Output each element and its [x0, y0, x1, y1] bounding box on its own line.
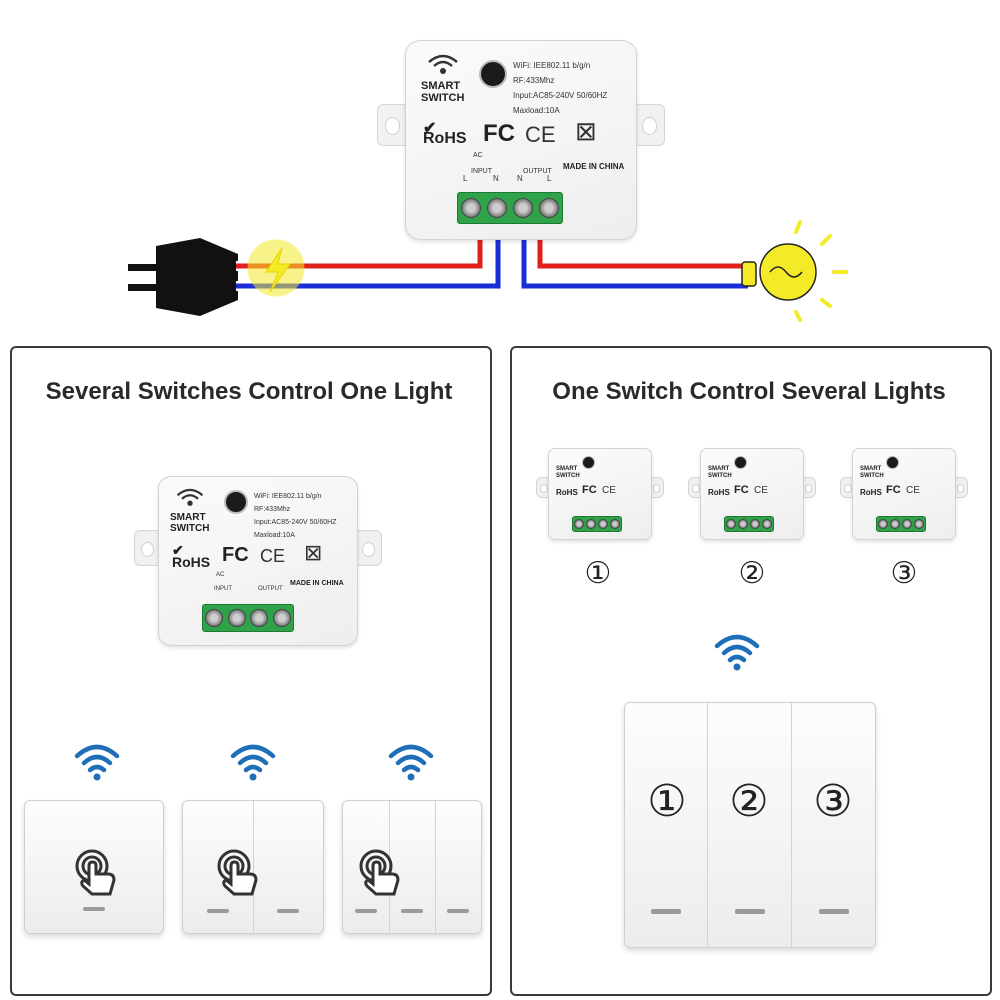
wall-switch-3-gang[interactable]: [342, 800, 482, 934]
module-number-2: ②: [738, 556, 766, 591]
lightning-icon: [247, 239, 305, 297]
smart-switch-module-left: SMART SWITCH WiFi: IEE802.11 b/g/n RF:43…: [134, 476, 382, 646]
input-wires: [236, 238, 503, 291]
brand-label: SMART SWITCH: [421, 80, 465, 104]
wifi-icon: [428, 54, 458, 74]
smart-switch-module-3: SMART SWITCH RoHS FC CE: [839, 448, 969, 540]
bulb-icon: [741, 220, 848, 322]
module-number-3: ③: [890, 556, 918, 591]
wifi-icon: [230, 744, 276, 781]
touch-hand-icon: [75, 849, 116, 896]
smart-switch-module-1: SMART SWITCH RoHS FC CE: [535, 448, 665, 540]
wires: [128, 220, 848, 322]
wifi-icon: [388, 744, 434, 781]
wifi-icon: [714, 634, 760, 671]
wifi-icon: [74, 744, 120, 781]
smart-switch-module-2: SMART SWITCH RoHS FC CE: [687, 448, 817, 540]
gang-button-1[interactable]: ①: [647, 776, 687, 827]
pairing-button: [224, 490, 248, 514]
wall-switch-3-gang-large[interactable]: [624, 702, 876, 948]
output-wires: [519, 238, 748, 291]
touch-hand-icon: [217, 849, 258, 896]
smart-switch-module: SMART SWITCH WiFi: IEE802.11 b/g/n RF:43…: [377, 40, 665, 240]
ce-mark: CE: [525, 122, 556, 147]
terminal-block: [457, 192, 563, 224]
rohs-label: RoHS: [423, 130, 467, 147]
rohs-mark: ✔: [423, 120, 437, 137]
recycle-bin-icon: ⊠: [304, 540, 323, 565]
wall-switch-2-gang[interactable]: [182, 800, 324, 934]
left-panel-title: Several Switches Control One Light: [45, 378, 453, 405]
wifi-icon: [176, 488, 204, 506]
fc-mark: FC: [483, 120, 515, 147]
pairing-button: [479, 60, 507, 88]
right-panel-title: One Switch Control Several Lights: [552, 378, 946, 405]
gang-button-2[interactable]: ②: [729, 776, 769, 827]
terminal-block: [202, 604, 294, 632]
plug-icon: [128, 238, 238, 316]
recycle-bin-icon: ⊠: [575, 116, 597, 146]
module-number-1: ①: [584, 556, 612, 591]
gang-button-3[interactable]: ③: [813, 776, 853, 827]
touch-hand-icon: [359, 849, 400, 896]
